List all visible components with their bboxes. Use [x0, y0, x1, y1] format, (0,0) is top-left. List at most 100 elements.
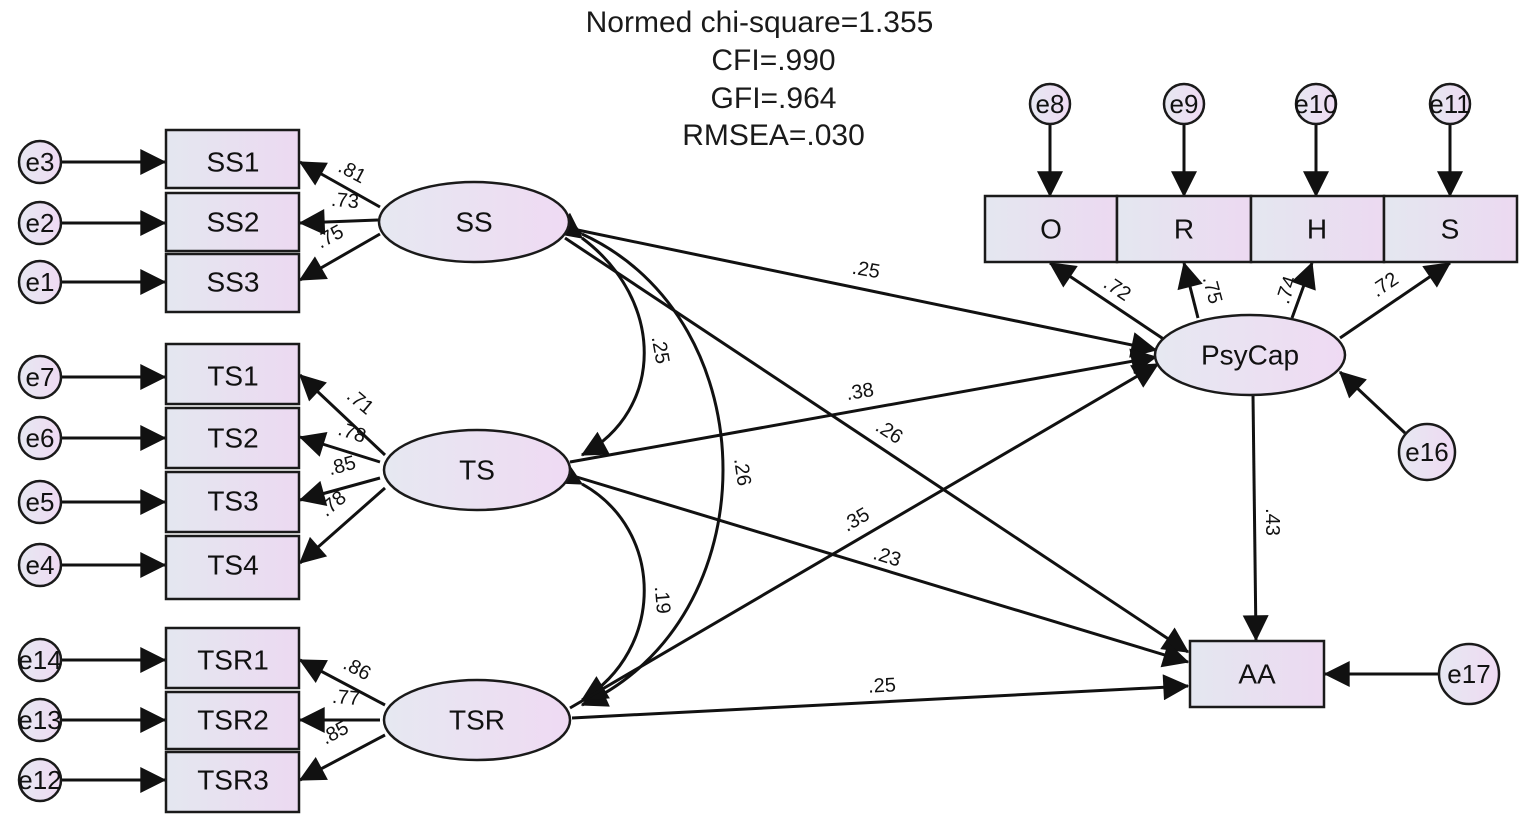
path-tsr-aa: [571, 674, 1190, 720]
indicator-ts3-label: TS3: [207, 486, 258, 517]
path-psycap-aa: [1242, 394, 1269, 642]
indicator-ts1-label: TS1: [207, 361, 258, 392]
error-e14-label: e14: [18, 645, 61, 675]
coef-psycap-r: .75: [1198, 274, 1226, 307]
cov-ss-tsr-curve: [554, 211, 725, 707]
coef-cov-ss-tsr: .26: [729, 457, 755, 488]
loading-psycap-s: [1339, 261, 1452, 340]
error-e5: e5: [17, 479, 63, 525]
loading-ss-ss3: [298, 232, 381, 282]
coef-psycap-aa: .43: [1261, 508, 1283, 536]
coef-cov-ts-tsr: .19: [650, 585, 674, 615]
coef-tsr-tsr2: .77: [331, 686, 361, 710]
coef-ts-ts3: .85: [326, 452, 359, 480]
error-e4-label: e4: [26, 550, 55, 580]
fit-normed-chi-square: Normed chi-square=1.355: [585, 6, 934, 39]
latent-psycap-label: PsyCap: [1201, 340, 1299, 371]
error-e8: e8: [1028, 82, 1072, 126]
coef-psycap-s: .72: [1367, 268, 1402, 302]
error-e10: e10: [1294, 82, 1338, 126]
indicator-o-label: O: [1040, 214, 1062, 245]
error-e4: e4: [17, 542, 63, 588]
indicator-ts4-label: TS4: [207, 550, 258, 581]
coef-tsr-tsr1: .86: [340, 653, 375, 685]
loading-psycap-o: [1048, 261, 1166, 342]
loading-ts-ts1: [298, 373, 387, 457]
loading-ss-ss1: [298, 160, 381, 209]
error-e8-label: e8: [1036, 89, 1065, 119]
indicator-ss1-label: SS1: [207, 147, 260, 178]
indicator-s: S: [1382, 194, 1519, 264]
fit-rmsea: RMSEA=.030: [682, 119, 865, 152]
indicator-tsr2-label: TSR2: [197, 705, 269, 736]
indicator-tsr2: TSR2: [164, 690, 301, 751]
latent-ts: TS: [382, 428, 572, 512]
error-e6: e6: [17, 415, 63, 461]
error-e11-label: e11: [1429, 89, 1470, 119]
loading-ts-ts3: [298, 476, 381, 506]
loading-psycap-r: [1177, 261, 1203, 319]
outcome-aa-label: AA: [1238, 659, 1276, 690]
coef-ts-ts1: .71: [342, 385, 377, 420]
indicator-r: R: [1115, 194, 1253, 264]
error-e7: e7: [17, 354, 63, 400]
error-e7-label: e7: [26, 362, 55, 392]
cov-ts-tsr-curve: [554, 460, 646, 702]
coef-ss-ss3: .75: [313, 221, 348, 253]
error-e13-label: e13: [18, 705, 61, 735]
loading-ts-ts2: [298, 431, 381, 464]
coef-ts-ts2: .78: [335, 418, 368, 448]
indicator-h-label: H: [1307, 214, 1327, 245]
indicator-ts2: TS2: [164, 406, 301, 470]
latent-ts-label: TS: [459, 455, 495, 486]
indicator-ts2-label: TS2: [207, 423, 258, 454]
indicator-ts3: TS3: [164, 470, 301, 534]
error-e3-label: e3: [26, 147, 55, 177]
coef-ts-ts4: .78: [315, 487, 350, 522]
coef-tsr-aa: .25: [868, 674, 897, 697]
error-e13: e13: [17, 697, 63, 743]
latent-tsr: TSR: [382, 678, 572, 762]
latent-tsr-label: TSR: [449, 705, 505, 736]
indicator-tsr3-label: TSR3: [197, 765, 269, 796]
error-e10-label: e10: [1294, 89, 1337, 119]
indicator-h: H: [1249, 194, 1386, 264]
error-e6-label: e6: [26, 423, 55, 453]
coef-ss-ss2: .73: [330, 189, 360, 213]
path-ts-aa: [569, 473, 1190, 668]
error-e2: e2: [17, 200, 63, 246]
indicator-tsr3: TSR3: [164, 750, 301, 814]
error-e16: e16: [1397, 422, 1457, 482]
indicator-ts4: TS4: [164, 534, 301, 601]
indicator-tsr1-label: TSR1: [197, 645, 269, 676]
error-e1: e1: [17, 259, 63, 305]
indicator-ts1: TS1: [164, 342, 301, 406]
indicator-r-label: R: [1174, 214, 1194, 245]
err-arrow-e16: [1338, 370, 1407, 435]
loading-tsr-tsr3: [298, 733, 386, 782]
path-ss-psycap: [567, 226, 1158, 358]
coef-tsr-tsr3: .85: [318, 717, 353, 749]
error-e17-label: e17: [1447, 659, 1490, 689]
coef-ss-psycap: .25: [850, 257, 881, 283]
latent-psycap: PsyCap: [1153, 313, 1347, 397]
path-ts-psycap: [569, 348, 1158, 464]
error-e1-label: e1: [26, 267, 55, 297]
indicator-tsr1: TSR1: [164, 626, 301, 690]
outcome-aa: AA: [1188, 639, 1326, 709]
coef-tsr-psycap: .35: [838, 504, 873, 537]
indicator-ss2-label: SS2: [207, 207, 260, 238]
cov-ss-ts-curve: [554, 212, 646, 457]
path-ss-aa: [564, 236, 1190, 654]
coef-ts-psycap: .38: [845, 379, 876, 405]
error-e12: e12: [17, 757, 63, 803]
path-tsr-psycap: [569, 362, 1160, 710]
latent-ss: SS: [377, 180, 571, 264]
loading-ts-ts4: [299, 486, 386, 565]
fit-gfi: GFI=.964: [710, 82, 837, 115]
loading-tsr-tsr1: [298, 658, 386, 707]
error-e12-label: e12: [18, 765, 61, 795]
error-e9: e9: [1162, 82, 1206, 126]
error-e9-label: e9: [1170, 89, 1199, 119]
